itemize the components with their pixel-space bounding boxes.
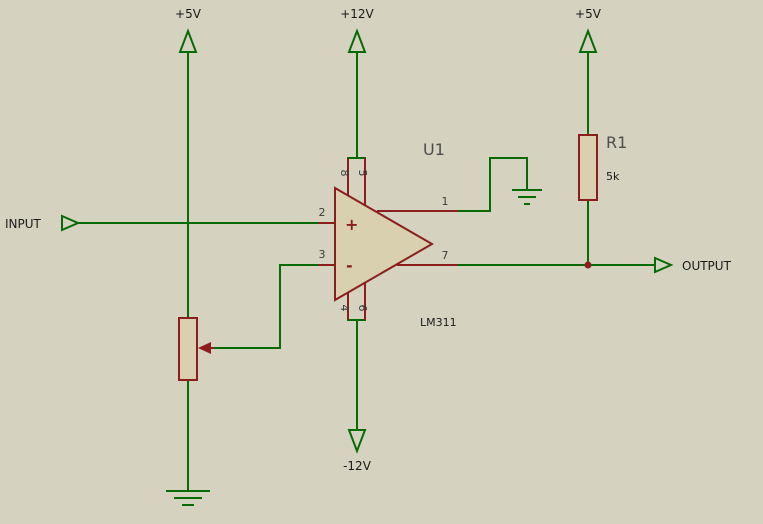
opamp-u1[interactable]: + - bbox=[318, 158, 458, 320]
input-terminal-icon bbox=[61, 214, 81, 232]
power-label-plus5-left: +5V bbox=[175, 7, 202, 21]
resistor-value-label: 5k bbox=[606, 170, 620, 183]
pin-number-5: 5 bbox=[356, 170, 369, 177]
wire-pin1-to-ground[interactable] bbox=[458, 157, 528, 212]
wires bbox=[78, 52, 655, 491]
potentiometer-wiper-arrow-icon bbox=[198, 342, 211, 354]
pin-number-3: 3 bbox=[319, 248, 326, 261]
pin-number-2: 2 bbox=[319, 206, 326, 219]
pin-number-8: 8 bbox=[338, 170, 351, 177]
opamp-ref-label: U1 bbox=[423, 140, 445, 159]
resistor-r1[interactable] bbox=[578, 134, 598, 201]
power-arrow-down-icon bbox=[347, 429, 367, 454]
pin-number-7: 7 bbox=[442, 249, 449, 262]
input-terminal[interactable] bbox=[61, 214, 81, 232]
potentiometer[interactable] bbox=[178, 317, 214, 381]
power-arrow-up-icon bbox=[347, 28, 367, 53]
output-label: OUTPUT bbox=[682, 259, 732, 273]
pin-number-6: 6 bbox=[356, 305, 369, 312]
power-arrow-up-icon bbox=[178, 28, 198, 53]
power-label-plus12: +12V bbox=[340, 7, 374, 21]
ground-symbol-pin1[interactable] bbox=[512, 189, 542, 205]
power-arrow-up-icon bbox=[578, 28, 598, 53]
power-label-plus5-right: +5V bbox=[575, 7, 602, 21]
output-terminal-icon bbox=[654, 256, 674, 274]
pin-number-4: 4 bbox=[338, 305, 351, 312]
input-label: INPUT bbox=[5, 217, 42, 231]
power-terminal-plus5-right[interactable] bbox=[578, 28, 598, 53]
potentiometer-body bbox=[178, 317, 198, 381]
power-label-minus12: -12V bbox=[343, 459, 372, 473]
resistor-ref-label: R1 bbox=[606, 133, 627, 152]
output-terminal[interactable] bbox=[654, 256, 674, 274]
resistor-body bbox=[578, 134, 598, 201]
pin-number-1: 1 bbox=[442, 195, 449, 208]
opamp-part-label: LM311 bbox=[420, 316, 457, 329]
opamp-body bbox=[334, 186, 435, 302]
opamp-plus-sign: + bbox=[345, 215, 358, 234]
wire-pin3-to-pot[interactable] bbox=[212, 264, 318, 349]
ground-symbol-bottom[interactable] bbox=[166, 490, 210, 506]
power-terminal-minus12[interactable] bbox=[347, 429, 367, 454]
power-terminal-plus12[interactable] bbox=[347, 28, 367, 53]
opamp-minus-sign: - bbox=[346, 256, 353, 275]
power-terminal-plus5-left[interactable] bbox=[178, 28, 198, 53]
junction-dot bbox=[584, 261, 592, 269]
